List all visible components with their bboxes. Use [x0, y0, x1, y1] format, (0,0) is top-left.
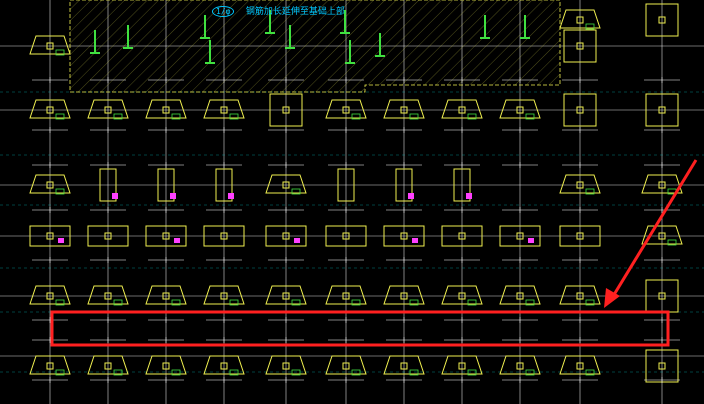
triangle-footing-icon — [383, 285, 425, 306]
rect-footing-icon — [499, 225, 541, 247]
triangle-footing-icon — [265, 174, 307, 195]
triangle-footing-icon — [559, 174, 601, 195]
rect-footing-icon — [29, 225, 71, 247]
rect-footing-icon — [215, 168, 234, 202]
triangle-footing-icon — [87, 285, 129, 306]
triangle-footing-icon — [29, 35, 71, 56]
drawing-title-callout: 1/φ 钢筋加长延伸至基础上部 — [212, 4, 345, 17]
triangle-footing-icon — [87, 355, 129, 376]
triangle-footing-icon — [145, 99, 187, 120]
triangle-footing-icon — [383, 99, 425, 120]
square-footing-icon — [563, 93, 597, 127]
triangle-footing-icon — [641, 225, 683, 246]
rect-footing-icon — [87, 225, 129, 247]
drawing-title: 钢筋加长延伸至基础上部 — [245, 7, 345, 17]
highlight-box[interactable] — [50, 310, 670, 347]
rect-footing-icon — [157, 168, 176, 202]
triangle-footing-icon — [499, 355, 541, 376]
triangle-footing-icon — [29, 99, 71, 120]
triangle-footing-icon — [29, 355, 71, 376]
triangle-footing-icon — [499, 99, 541, 120]
rect-footing-icon — [145, 225, 187, 247]
triangle-footing-icon — [145, 355, 187, 376]
triangle-footing-icon — [29, 174, 71, 195]
triangle-footing-icon — [265, 285, 307, 306]
square-footing-icon — [645, 93, 679, 127]
rect-footing-icon — [99, 168, 118, 202]
triangle-footing-icon — [265, 355, 307, 376]
triangle-footing-icon — [325, 285, 367, 306]
rebar-group — [90, 10, 530, 64]
rect-footing-icon — [395, 168, 414, 202]
callout-symbol: 1/φ — [212, 6, 235, 17]
rect-footing-icon — [453, 168, 472, 202]
triangle-footing-icon — [383, 355, 425, 376]
dimension-labels — [32, 77, 680, 383]
triangle-footing-icon — [29, 285, 71, 306]
triangle-footing-icon — [145, 285, 187, 306]
triangle-footing-icon — [325, 99, 367, 120]
square-footing-icon — [269, 93, 303, 127]
triangle-footing-icon — [559, 355, 601, 376]
triangle-footing-icon — [203, 355, 245, 376]
triangle-footing-icon — [441, 355, 483, 376]
triangle-footing-icon — [441, 285, 483, 306]
square-footing-icon — [645, 3, 679, 37]
triangle-footing-icon — [441, 99, 483, 120]
triangle-footing-icon — [559, 285, 601, 306]
hatched-zone — [69, 0, 561, 93]
triangle-footing-icon — [499, 285, 541, 306]
triangle-footing-icon — [203, 99, 245, 120]
triangle-footing-icon — [325, 355, 367, 376]
rect-footing-icon — [383, 225, 425, 247]
triangle-footing-icon — [559, 9, 601, 30]
triangle-footing-icon — [203, 285, 245, 306]
rect-footing-icon — [265, 225, 307, 247]
rect-footing-icon — [559, 225, 601, 247]
rect-footing-icon — [337, 168, 355, 202]
rect-footing-icon — [441, 225, 483, 247]
triangle-footing-icon — [87, 99, 129, 120]
rect-footing-icon — [325, 225, 367, 247]
arrow-icon — [604, 159, 698, 308]
footings-group — [29, 3, 683, 383]
rect-footing-icon — [203, 225, 245, 247]
square-footing-icon — [563, 29, 597, 63]
